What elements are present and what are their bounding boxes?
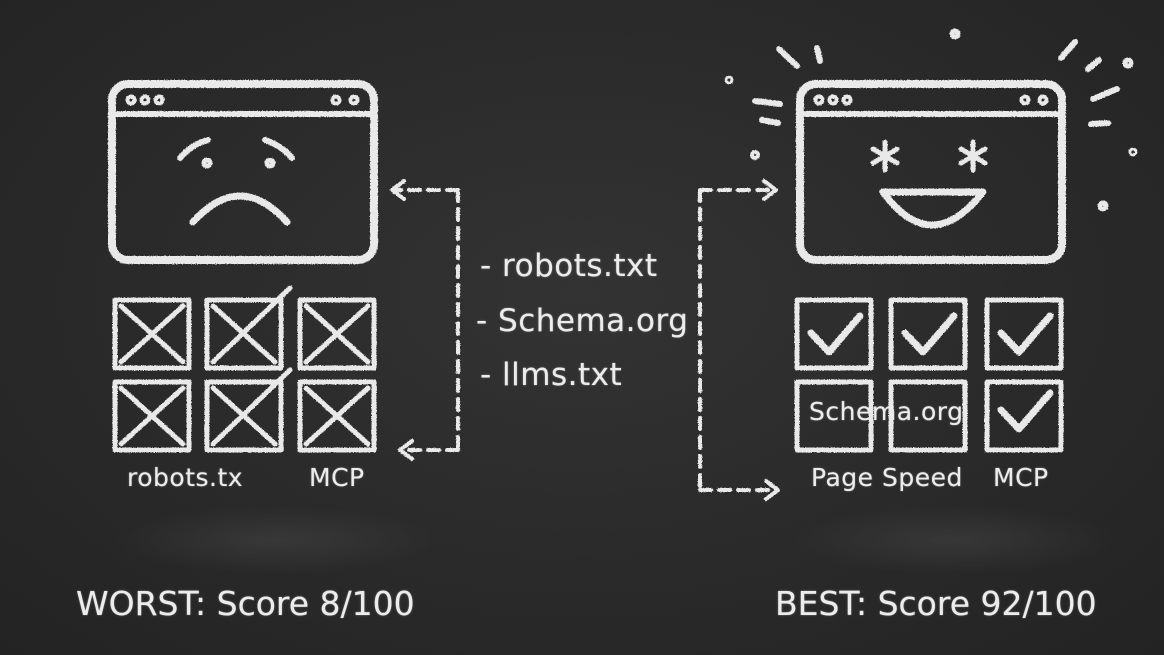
list-item-llms: - llms.txt (480, 357, 623, 393)
empty-box-icon (888, 379, 968, 453)
arrowhead-icon (762, 179, 780, 501)
chalk-smudge-right (790, 505, 1120, 575)
empty-box-icon (794, 379, 874, 453)
best-score: BEST: Score 92/100 (775, 584, 1097, 623)
check-box-icon (888, 297, 968, 371)
sad-browser-window (108, 80, 378, 264)
cross-box-icon (112, 379, 192, 453)
left-label-robots: robots.tx (127, 463, 244, 492)
cross-box-icon (204, 285, 293, 371)
list-item-robots: - robots.txt (480, 248, 658, 284)
cross-box-icon (297, 379, 377, 453)
sparkle-lines-icon (724, 28, 1138, 212)
check-box-icon (794, 297, 874, 371)
right-label-page-speed: Page Speed (811, 463, 963, 492)
passed-checks-grid (794, 297, 1064, 453)
arrowhead-icon (390, 179, 414, 461)
right-label-mcp: MCP (993, 463, 1049, 492)
dashed-arrow-to-left (392, 188, 460, 452)
dashed-arrow-to-right (698, 188, 776, 492)
chalk-smudge-left (110, 505, 440, 575)
left-label-mcp: MCP (309, 463, 365, 492)
sad-face-icon (177, 137, 295, 226)
check-box-icon (984, 379, 1064, 453)
worst-score: WORST: Score 8/100 (76, 584, 415, 623)
happy-browser-window (796, 80, 1066, 264)
happy-face-icon (870, 139, 988, 229)
list-item-schema: - Schema.org (476, 303, 689, 339)
right-overlay-schema-label: Schema.org (809, 397, 964, 426)
failed-checks-grid (112, 285, 377, 453)
cross-box-icon (204, 367, 293, 453)
check-box-icon (984, 297, 1064, 371)
cross-box-icon (297, 297, 377, 371)
cross-box-icon (112, 297, 192, 371)
